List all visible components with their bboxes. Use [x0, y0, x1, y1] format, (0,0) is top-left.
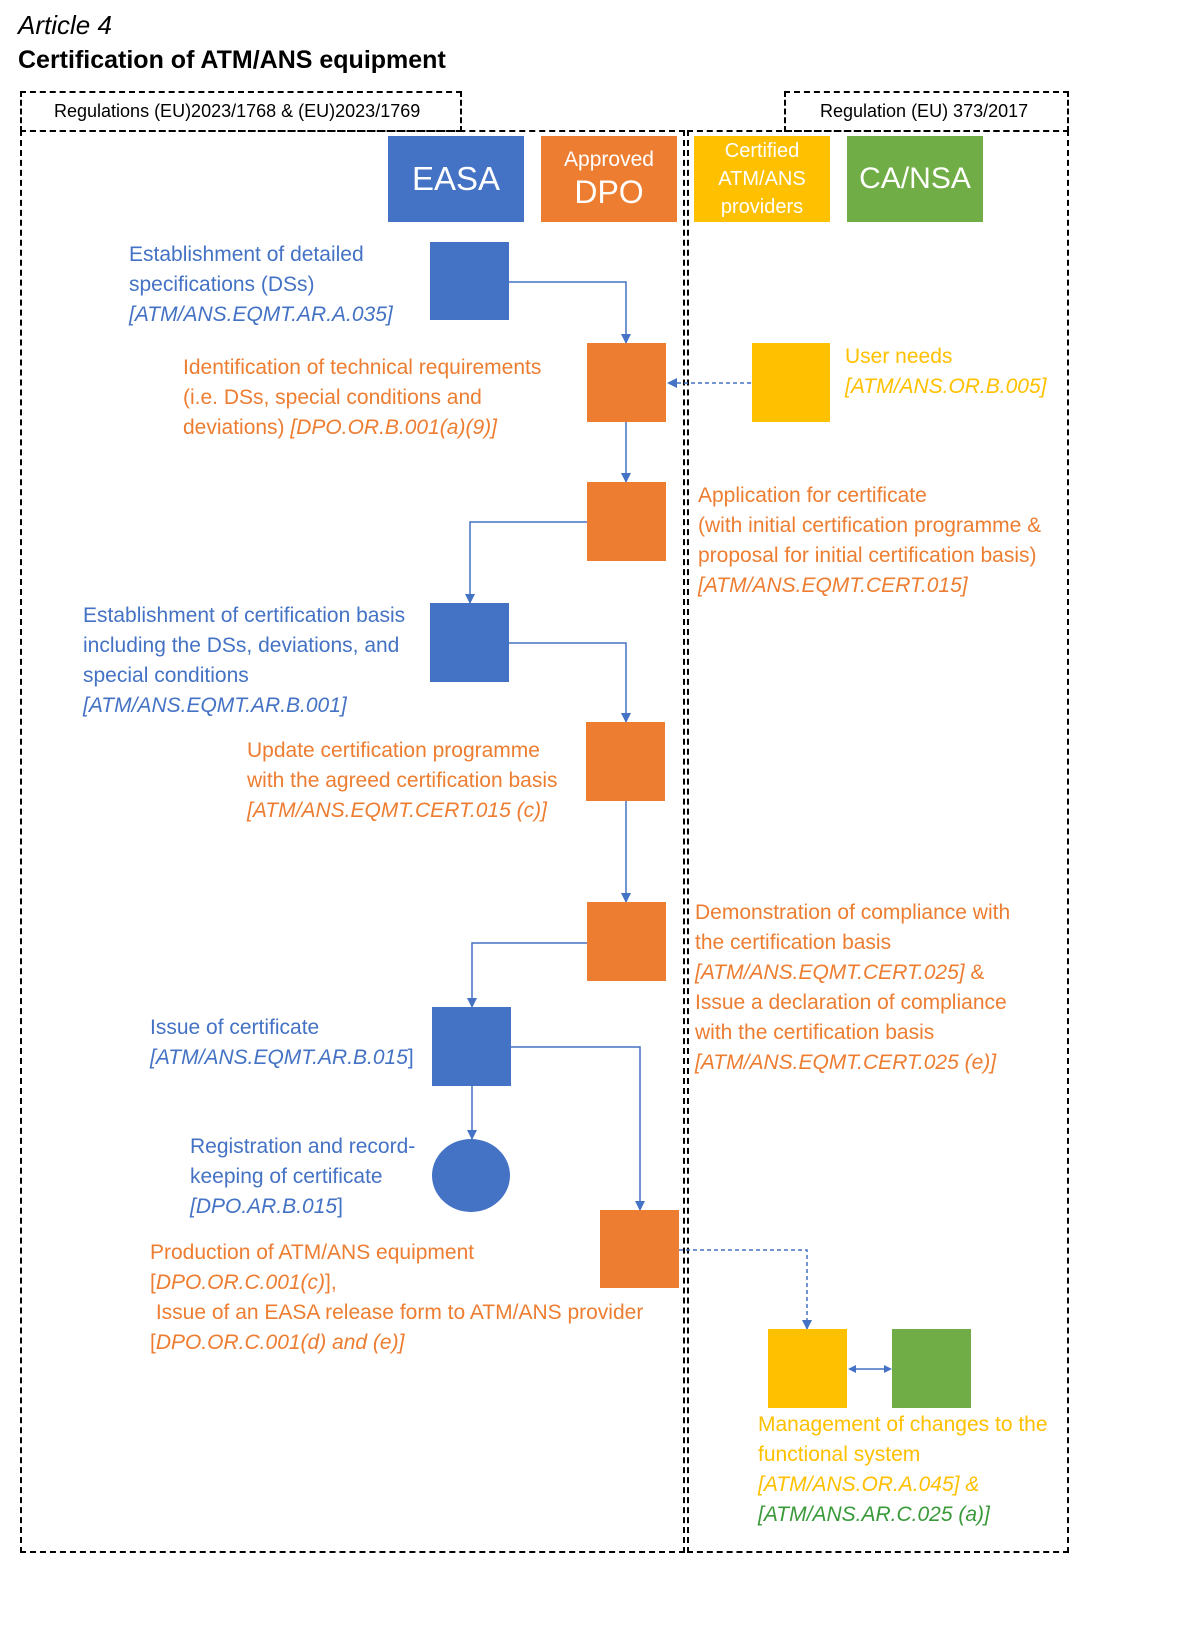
text-registration-ref: [DPO.AR.B.015: [190, 1195, 338, 1218]
text-tech-req-line3: deviations): [183, 416, 291, 439]
text-demonstration-ref1: [ATM/ANS.EQMT.CERT.025]: [695, 961, 965, 984]
text-demonstration-amp: &: [964, 961, 985, 984]
legend-providers-line3: providers: [720, 196, 804, 218]
left-region-label: Regulations (EU)2023/1768 & (EU)2023/176…: [54, 101, 421, 121]
text-user-needs-line1: User needs: [845, 345, 953, 368]
legend-easa-label: EASA: [411, 160, 501, 197]
text-ds-line2: specifications (DSs): [129, 273, 315, 296]
legend-ca-nsa: CA/NSA: [847, 136, 983, 222]
text-tech-req: Identification of technical requirements…: [183, 353, 541, 443]
text-ds-ref: [ATM/ANS.EQMT.AR.A.035]: [129, 303, 393, 326]
page-title: Certification of ATM/ANS equipment: [18, 46, 446, 74]
text-tech-req-line1: Identification of technical requirements: [183, 356, 542, 379]
node-production-dpo: [600, 1210, 679, 1288]
text-changes-line1: Management of changes to the: [758, 1413, 1048, 1436]
text-registration-line2: keeping of certificate: [190, 1165, 383, 1188]
text-ds-line1: Establishment of detailed: [129, 243, 364, 266]
text-changes-ref2: [ATM/ANS.AR.C.025 (a)]: [758, 1503, 990, 1526]
text-application-line3: proposal for initial certification basis…: [698, 544, 1037, 567]
text-issue-cert: Issue of certificate [ATM/ANS.EQMT.AR.B.…: [150, 1013, 414, 1073]
text-changes-line2: functional system: [758, 1443, 921, 1466]
node-changes-provider: [768, 1329, 847, 1408]
node-demonstration-dpo: [587, 902, 666, 981]
text-demonstration-ref2: [ATM/ANS.EQMT.CERT.025 (e)]: [695, 1051, 997, 1074]
text-update-prog-ref: [ATM/ANS.EQMT.CERT.015 (c)]: [247, 799, 547, 822]
text-changes-ref1: [ATM/ANS.OR.A.045] &: [758, 1473, 980, 1496]
text-issue-cert-ref: [ATM/ANS.EQMT.AR.B.015: [150, 1046, 408, 1069]
text-application: Application for certificate (with initia…: [698, 481, 1041, 601]
text-changes: Management of changes to the functional …: [758, 1410, 1048, 1530]
text-issue-cert-line1: Issue of certificate: [150, 1016, 320, 1039]
text-cert-basis-line3: special conditions: [83, 664, 249, 687]
node-ds-easa: [430, 242, 509, 320]
text-production-ref1-open: [: [150, 1271, 156, 1294]
right-region-label: Regulation (EU) 373/2017: [820, 101, 1029, 121]
node-changes-ca: [892, 1329, 971, 1408]
node-user-needs-provider: [752, 343, 830, 422]
legend-easa: EASA: [388, 136, 524, 222]
text-demonstration: Demonstration of compliance with the cer…: [695, 898, 1010, 1078]
legend-providers-line2: ATM/ANS: [718, 168, 806, 190]
text-cert-basis: Establishment of certification basis inc…: [83, 601, 405, 721]
legend-dpo-label-line1: Approved: [564, 148, 654, 171]
text-application-ref: [ATM/ANS.EQMT.CERT.015]: [698, 574, 968, 597]
text-update-prog-line2: with the agreed certification basis: [247, 769, 558, 792]
text-production: Production of ATM/ANS equipment [DPO.OR.…: [150, 1238, 643, 1358]
text-application-line1: Application for certificate: [698, 484, 927, 507]
text-update-prog: Update certification programme with the …: [247, 736, 558, 826]
text-production-ref1-close: ],: [325, 1271, 337, 1294]
arrow-ds-to-tech: [508, 281, 631, 344]
arrow-application-to-basis: [465, 521, 587, 604]
text-production-line2: Issue of an EASA release form to ATM/ANS…: [150, 1301, 644, 1324]
node-update-prog-dpo: [586, 722, 665, 801]
text-application-line2: (with initial certification programme &: [698, 514, 1042, 537]
text-registration-ref-close: ]: [337, 1195, 343, 1218]
text-demonstration-line4: with the certification basis: [695, 1021, 935, 1044]
article-number: Article 4: [18, 10, 112, 40]
text-tech-req-ref: [DPO.OR.B.001(a)(9)]: [290, 416, 497, 439]
node-cert-basis-easa: [430, 603, 509, 682]
text-cert-basis-ref: [ATM/ANS.EQMT.AR.B.001]: [83, 694, 347, 717]
text-demonstration-line1: Demonstration of compliance with: [695, 901, 1011, 924]
legend-providers: Certified ATM/ANS providers: [694, 136, 830, 222]
text-user-needs: User needs [ATM/ANS.OR.B.005]: [845, 342, 1047, 402]
text-production-ref2-open: [: [150, 1331, 156, 1354]
arrow-production-to-changes: [679, 1249, 812, 1330]
legend-ca-nsa-label: CA/NSA: [859, 162, 971, 195]
left-region-label-frame: [20, 91, 462, 132]
text-demonstration-line2: the certification basis: [695, 931, 892, 954]
node-registration-easa: [432, 1139, 510, 1212]
node-application-dpo: [587, 482, 666, 561]
arrow-issue-to-production: [511, 1046, 645, 1211]
legend-dpo: Approved DPO: [541, 136, 677, 222]
arrow-demonstration-to-issue: [467, 942, 587, 1008]
arrow-basis-to-update: [508, 642, 631, 723]
text-demonstration-line3: Issue a declaration of compliance: [695, 991, 1007, 1014]
text-update-prog-line1: Update certification programme: [247, 739, 540, 762]
legend-providers-line1: Certified: [724, 140, 800, 162]
text-production-ref2: DPO.OR.C.001(d) and (e)]: [155, 1331, 405, 1354]
node-tech-req-dpo: [587, 343, 666, 422]
text-cert-basis-line1: Establishment of certification basis: [83, 604, 406, 627]
text-cert-basis-line2: including the DSs, deviations, and: [83, 634, 400, 657]
text-registration-line1: Registration and record-: [190, 1135, 416, 1158]
text-registration: Registration and record- keeping of cert…: [190, 1132, 415, 1222]
text-user-needs-ref: [ATM/ANS.OR.B.005]: [845, 375, 1047, 398]
text-ds: Establishment of detailed specifications…: [129, 240, 393, 330]
legend-dpo-label-line2: DPO: [574, 174, 644, 210]
node-issue-cert-easa: [432, 1007, 511, 1086]
text-production-line1: Production of ATM/ANS equipment: [150, 1241, 475, 1264]
text-production-ref1: DPO.OR.C.001(c): [155, 1271, 326, 1294]
right-region-label-frame: [784, 91, 1069, 132]
text-tech-req-line2: (i.e. DSs, special conditions and: [183, 386, 482, 409]
text-issue-cert-ref-close: ]: [407, 1046, 414, 1069]
